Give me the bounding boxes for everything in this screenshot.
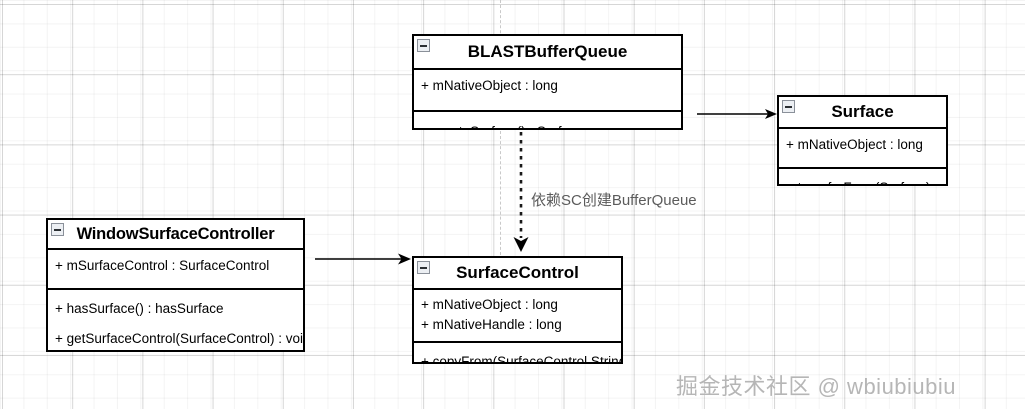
class-title-blastbufferqueue: BLASTBufferQueue <box>414 36 681 68</box>
arrowhead-icon <box>398 253 411 265</box>
operations-compartment-windowsurfacecontroller: + hasSurface() : hasSurface + getSurface… <box>48 290 303 350</box>
connector-blast-to-surface[interactable] <box>683 100 779 128</box>
compartment-divider <box>414 68 681 70</box>
collapse-minus-icon[interactable] <box>51 223 64 236</box>
operations-compartment-surface: + transferFrom(Surface) : vo <box>779 169 946 184</box>
class-title-surfacecontrol: SurfaceControl <box>414 258 621 288</box>
class-title-surface: Surface <box>779 97 946 127</box>
class-title-windowsurfacecontroller: WindowSurfaceController <box>48 220 303 248</box>
connector-blast-depends-surfacecontrol[interactable] <box>508 130 534 256</box>
class-operation: + copyFrom(SurfaceControl,String) <box>421 354 621 364</box>
attributes-compartment-blastbufferqueue: + mNativeObject : long <box>414 70 681 110</box>
class-operation: + getSurfaceControl(SurfaceControl) : vo… <box>55 330 303 346</box>
compartment-divider <box>414 110 681 112</box>
class-attribute: + mNativeObject : long <box>786 137 923 152</box>
class-box-windowsurfacecontroller[interactable]: WindowSurfaceController + mSurfaceContro… <box>46 218 305 352</box>
attributes-compartment-windowsurfacecontroller: + mSurfaceControl : SurfaceControl <box>48 250 303 288</box>
class-operation: + createSurface() : Surface <box>421 122 675 128</box>
operations-compartment-surfacecontrol: + copyFrom(SurfaceControl,String) <box>414 343 621 364</box>
class-attribute: + mNativeObject : long <box>421 297 558 312</box>
operations-compartment-blastbufferqueue: + createSurface() : Surface <box>414 112 681 128</box>
collapse-minus-icon[interactable] <box>782 100 795 113</box>
class-box-blastbufferqueue[interactable]: BLASTBufferQueue + mNativeObject : long … <box>412 34 683 130</box>
class-operation: + hasSurface() : hasSurface <box>55 301 224 316</box>
compartment-divider <box>48 248 303 250</box>
arrowhead-icon <box>513 237 529 252</box>
class-attribute: + mNativeHandle : long <box>421 316 562 332</box>
class-attribute: + mSurfaceControl : SurfaceControl <box>55 258 270 273</box>
watermark-text: 掘金技术社区 @ wbiubiubiu <box>676 374 957 399</box>
class-operation: + transferFrom(Surface) : vo <box>786 178 946 184</box>
class-name-label: WindowSurfaceController <box>76 225 275 243</box>
class-box-surfacecontrol[interactable]: SurfaceControl + mNativeObject : long + … <box>412 256 623 364</box>
snap-guide-vertical <box>500 0 501 260</box>
attributes-compartment-surface: + mNativeObject : long <box>779 129 946 167</box>
compartment-divider <box>48 288 303 290</box>
class-name-label: BLASTBufferQueue <box>467 42 628 61</box>
connector-wsc-to-surfacecontrol[interactable] <box>305 245 415 273</box>
collapse-minus-icon[interactable] <box>417 39 430 52</box>
compartment-divider <box>779 167 946 169</box>
attributes-compartment-surfacecontrol: + mNativeObject : long + mNativeHandle :… <box>414 290 621 341</box>
class-name-label: Surface <box>831 102 894 121</box>
arrowhead-icon <box>765 109 777 119</box>
collapse-minus-icon[interactable] <box>417 261 430 274</box>
class-name-label: SurfaceControl <box>456 263 579 282</box>
class-box-surface[interactable]: Surface + mNativeObject : long + transfe… <box>777 95 948 186</box>
compartment-divider <box>414 341 621 343</box>
compartment-divider <box>779 127 946 129</box>
compartment-divider <box>414 288 621 290</box>
class-attribute: + mNativeObject : long <box>421 78 558 93</box>
connector-label-dependency: 依赖SC创建BufferQueue <box>531 192 697 209</box>
